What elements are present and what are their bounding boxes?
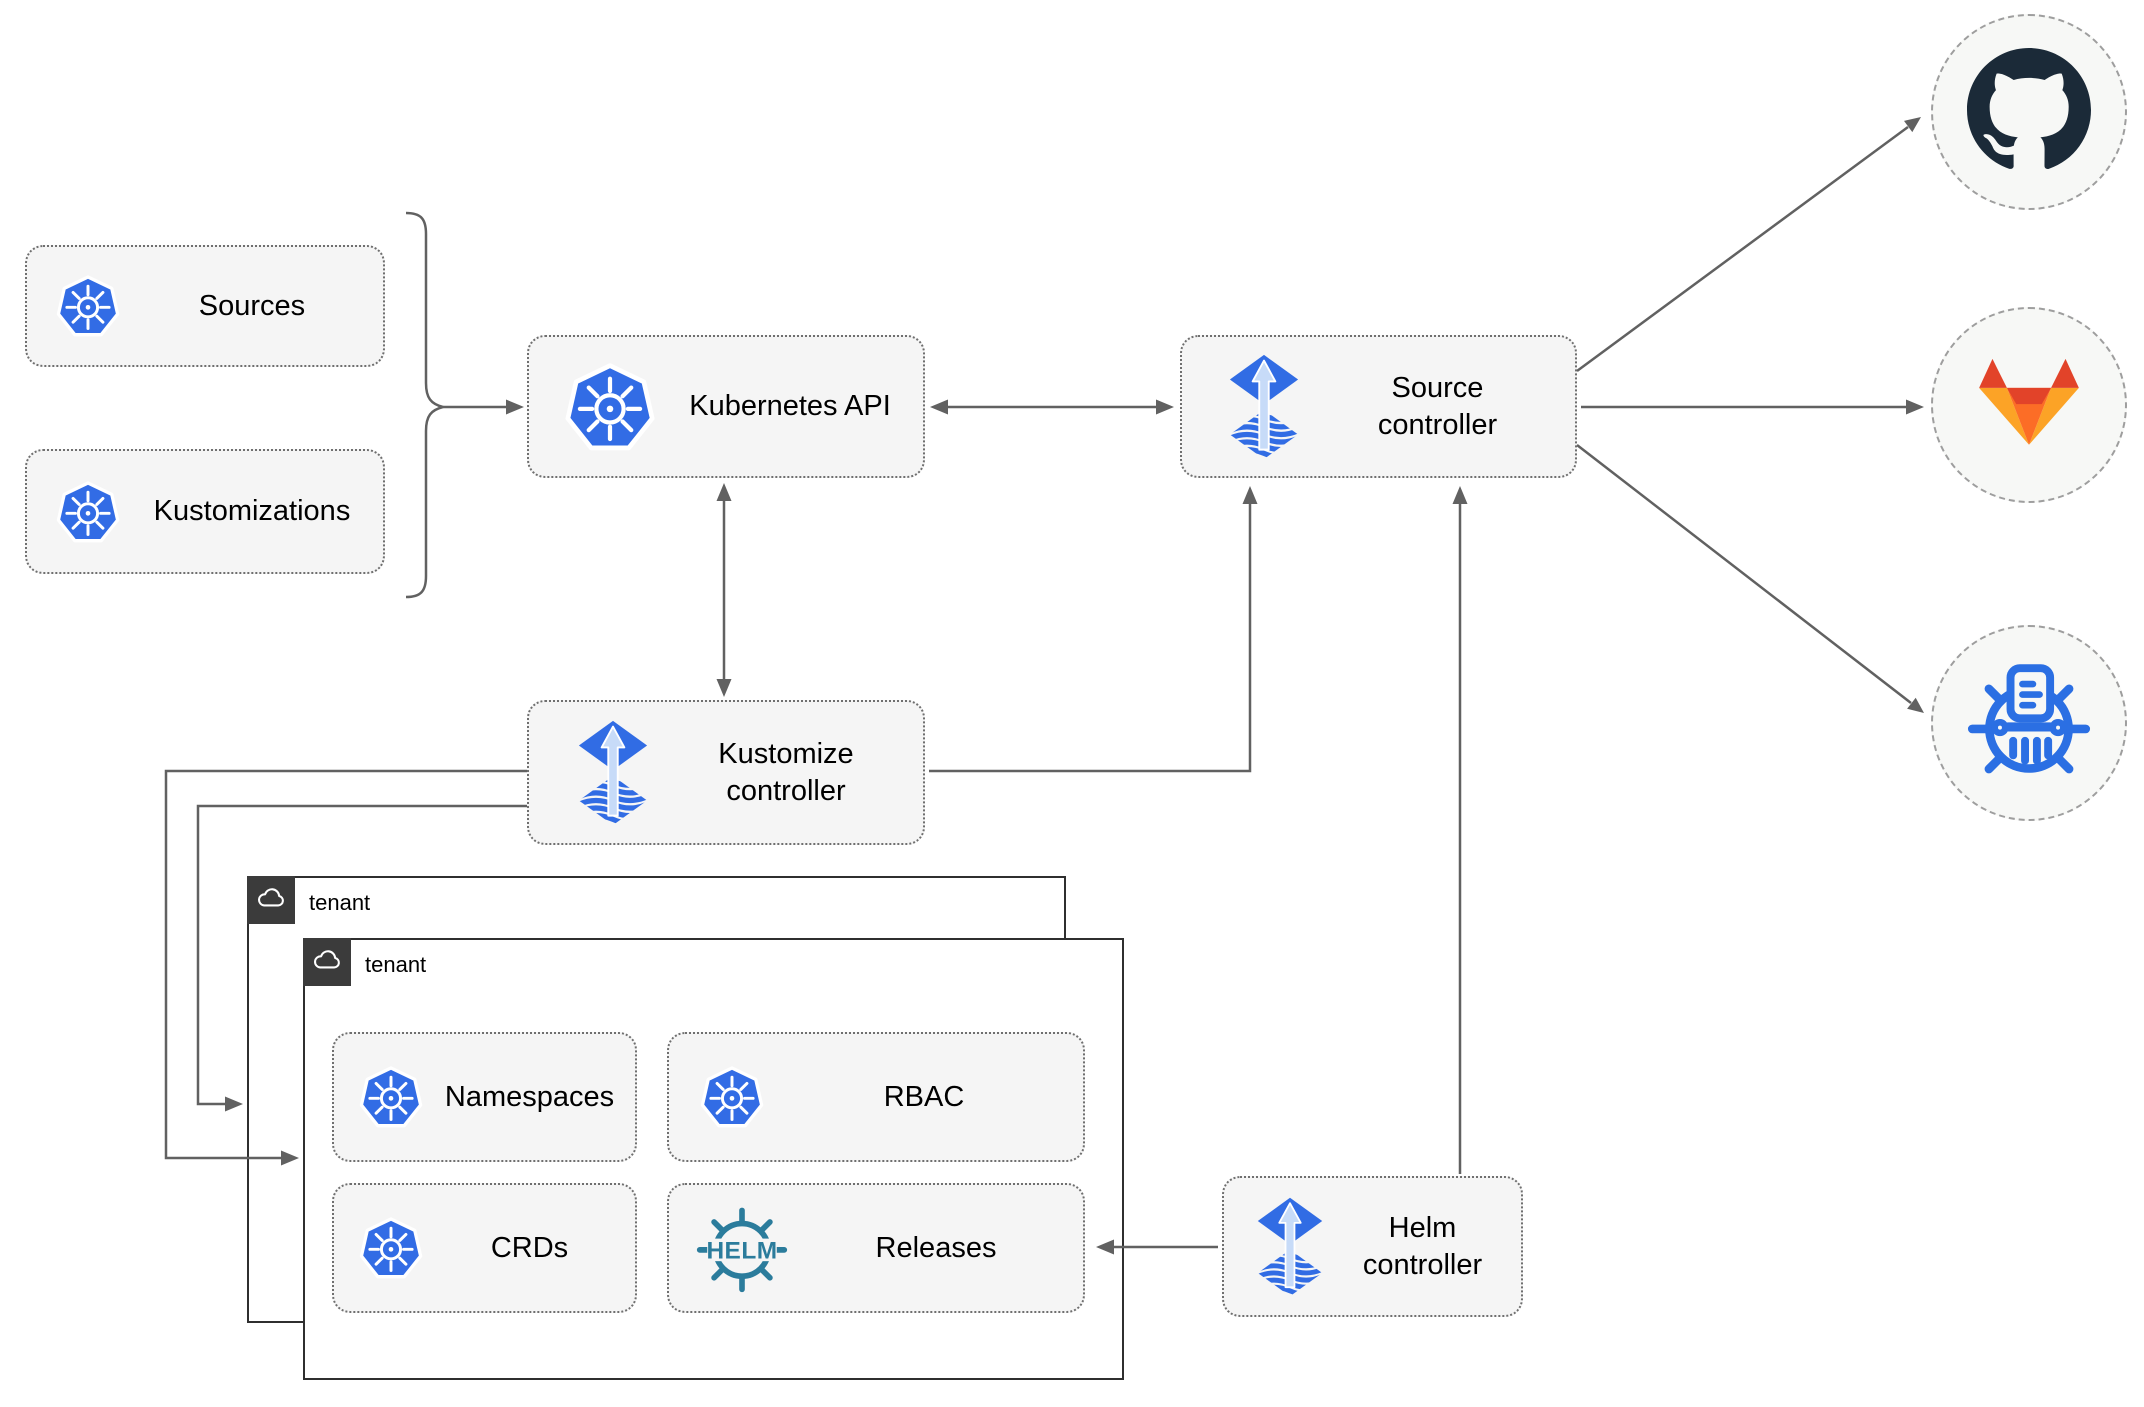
flux-icon xyxy=(1228,352,1300,462)
cloud-icon xyxy=(311,947,343,978)
connector-source-github xyxy=(1576,125,1909,373)
helm-logo-icon: HELM xyxy=(695,1201,789,1295)
connector-source-chartrepo xyxy=(1576,444,1912,704)
github-circle xyxy=(1931,14,2127,210)
helm-controller-label: Helm controller xyxy=(1362,1212,1483,1281)
kustomizations-label: Kustomizations xyxy=(153,495,351,528)
source-controller-label: Source controller xyxy=(1377,372,1498,441)
tenant-tab-outer xyxy=(247,876,295,924)
connector-brace xyxy=(405,211,444,599)
kubernetes-icon xyxy=(563,360,657,454)
namespaces-label: Namespaces xyxy=(444,1080,615,1113)
helm-logo-text: HELM xyxy=(706,1237,777,1264)
releases-label: Releases xyxy=(875,1231,997,1264)
kubernetes-icon xyxy=(699,1064,765,1130)
tenant-label-inner: tenant xyxy=(365,952,427,977)
sources-node: Sources xyxy=(25,245,385,367)
kubernetes-icon xyxy=(55,273,121,339)
sources-label: Sources xyxy=(198,289,306,322)
kustomizations-node: Kustomizations xyxy=(25,449,385,574)
kustomize-controller-node: Kustomize controller xyxy=(527,700,925,845)
tenant-label-outer: tenant xyxy=(309,890,371,915)
kubernetes-api-label: Kubernetes API xyxy=(689,390,891,423)
rbac-node: RBAC xyxy=(667,1032,1085,1162)
source-controller-node: Source controller xyxy=(1180,335,1577,478)
kubernetes-icon xyxy=(358,1064,424,1130)
chart-repository-circle xyxy=(1931,625,2127,821)
gitlab-icon xyxy=(1971,355,2087,456)
kubernetes-icon xyxy=(55,479,121,545)
namespaces-node: Namespaces xyxy=(332,1032,637,1162)
kustomize-controller-label: Kustomize controller xyxy=(718,738,854,807)
rbac-label: RBAC xyxy=(883,1080,965,1113)
connector-kustomize-source xyxy=(929,502,1252,773)
cloud-icon xyxy=(255,885,287,916)
gitlab-circle xyxy=(1931,307,2127,503)
crds-label: CRDs xyxy=(490,1231,569,1264)
kubernetes-api-node: Kubernetes API xyxy=(527,335,925,478)
kubernetes-icon xyxy=(358,1215,424,1281)
chart-repository-icon xyxy=(1963,655,2095,792)
crds-node: CRDs xyxy=(332,1183,637,1313)
flux-icon xyxy=(1256,1195,1324,1299)
helm-controller-node: Helm controller xyxy=(1222,1176,1523,1317)
flux-icon xyxy=(577,718,649,828)
releases-node: HELM Releases xyxy=(667,1183,1085,1313)
github-icon xyxy=(1967,47,2091,177)
tenant-tab-inner xyxy=(303,938,351,986)
